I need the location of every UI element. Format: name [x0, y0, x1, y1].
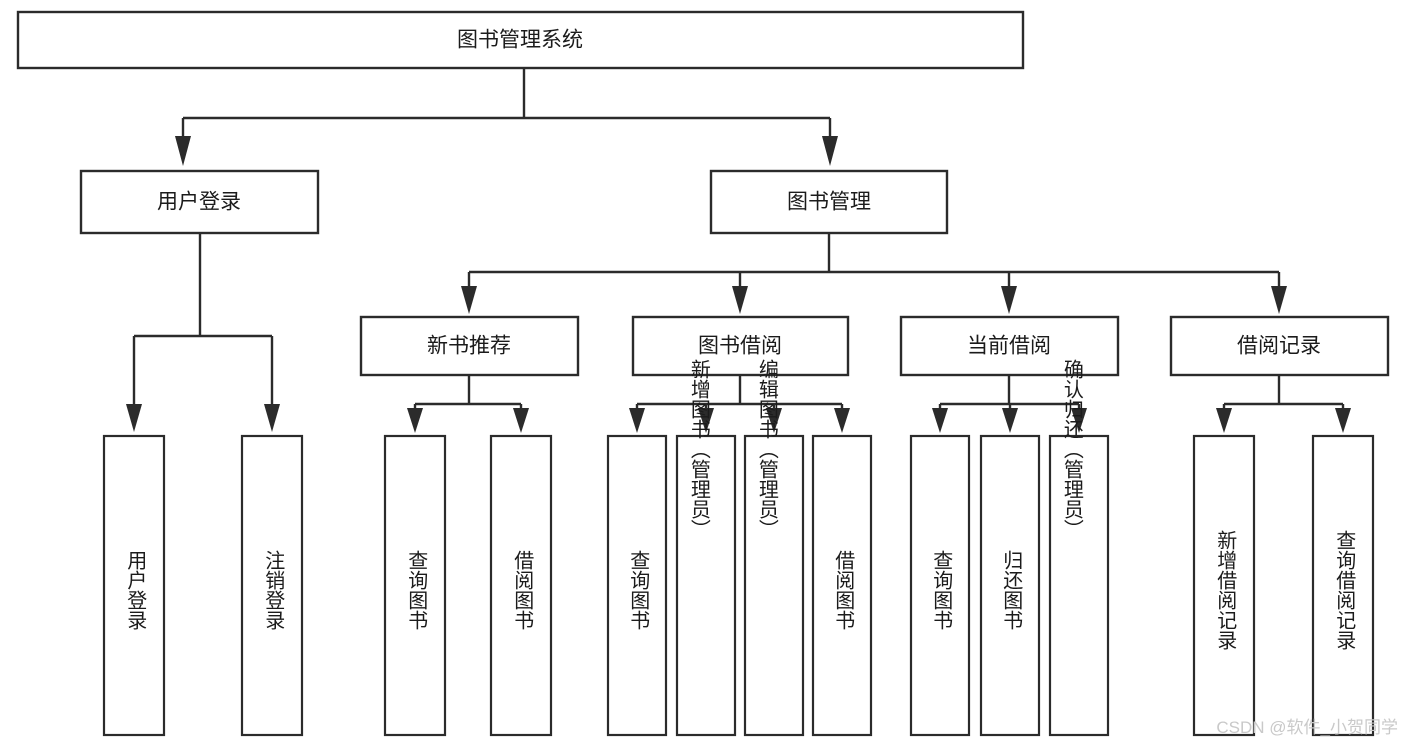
node-label-leaf-recommend-1: 查询图书: [405, 550, 428, 630]
node-label-leaf-user-login-2: 注销登录: [262, 550, 285, 630]
node-label-root: 图书管理系统: [457, 29, 583, 52]
node-box-borrow-record[interactable]: [1169, 315, 1390, 377]
arrow-borrow-to-leaf-1: [629, 408, 645, 433]
node-box-leaf-borrow-3[interactable]: [743, 434, 805, 737]
arrow-current-to-leaf-1: [932, 408, 948, 433]
node-book-borrow[interactable]: 图书借阅: [631, 315, 850, 377]
arrow-book-manage-to-l2-2: [732, 286, 748, 314]
node-box-root[interactable]: [16, 10, 1025, 70]
arrow-recommend-to-leaf-1: [407, 408, 423, 433]
node-box-leaf-borrow-2[interactable]: [675, 434, 737, 737]
node-box-leaf-record-1[interactable]: [1192, 434, 1256, 737]
node-label-new-book-recommend: 新书推荐: [427, 335, 511, 358]
node-label-user-login: 用户登录: [157, 191, 241, 214]
node-new-book-recommend[interactable]: 新书推荐: [359, 315, 580, 377]
node-label-leaf-borrow-3: 编辑图书（管理员）: [755, 359, 778, 539]
node-leaf-current-3[interactable]: 确认归还（管理员）: [1048, 359, 1110, 737]
node-leaf-current-1[interactable]: 查询图书: [909, 434, 971, 737]
node-leaf-record-2[interactable]: 查询借阅记录: [1311, 434, 1375, 737]
node-borrow-record[interactable]: 借阅记录: [1169, 315, 1390, 377]
arrow-borrow-to-leaf-2: [698, 408, 714, 433]
arrow-user-login-to-leaf-2: [264, 404, 280, 432]
node-leaf-borrow-3[interactable]: 编辑图书（管理员）: [743, 359, 805, 737]
node-label-leaf-current-2: 归还图书: [1000, 550, 1023, 630]
node-box-leaf-recommend-2[interactable]: [489, 434, 553, 737]
node-leaf-recommend-1[interactable]: 查询图书: [383, 434, 447, 737]
node-label-leaf-recommend-2: 借阅图书: [511, 550, 534, 630]
node-box-new-book-recommend[interactable]: [359, 315, 580, 377]
node-box-current-borrow[interactable]: [899, 315, 1120, 377]
node-label-leaf-user-login-1: 用户登录: [124, 550, 147, 630]
node-box-leaf-current-1[interactable]: [909, 434, 971, 737]
node-leaf-user-login-1[interactable]: 用户登录: [102, 434, 166, 737]
node-label-current-borrow: 当前借阅: [967, 335, 1051, 358]
node-leaf-record-1[interactable]: 新增借阅记录: [1192, 434, 1256, 737]
node-leaf-user-login-2[interactable]: 注销登录: [240, 434, 304, 737]
node-label-borrow-record: 借阅记录: [1237, 335, 1321, 358]
arrow-book-manage-to-l2-4: [1271, 286, 1287, 314]
arrow-borrow-to-leaf-3: [766, 408, 782, 433]
arrow-recommend-to-leaf-2: [513, 408, 529, 433]
node-box-leaf-user-login-1[interactable]: [102, 434, 166, 737]
arrow-root-to-user-login: [175, 136, 191, 166]
arrow-book-manage-to-l2-1: [461, 286, 477, 314]
node-box-leaf-borrow-4[interactable]: [811, 434, 873, 737]
node-box-leaf-record-2[interactable]: [1311, 434, 1375, 737]
node-leaf-borrow-4[interactable]: 借阅图书: [811, 434, 873, 737]
node-user-login[interactable]: 用户登录: [79, 169, 320, 235]
node-label-leaf-borrow-4: 借阅图书: [832, 550, 855, 630]
csdn-watermark: CSDN @软件_小贺同学: [1216, 718, 1398, 737]
node-root-system[interactable]: 图书管理系统: [16, 10, 1025, 70]
arrow-current-to-leaf-2: [1002, 408, 1018, 433]
node-current-borrow[interactable]: 当前借阅: [899, 315, 1120, 377]
node-book-management[interactable]: 图书管理: [709, 169, 949, 235]
node-box-leaf-borrow-1[interactable]: [606, 434, 668, 737]
arrow-root-to-book-manage: [822, 136, 838, 166]
node-leaf-recommend-2[interactable]: 借阅图书: [489, 434, 553, 737]
node-label-leaf-current-3: 确认归还（管理员）: [1060, 359, 1083, 539]
connector-layer: [126, 68, 1351, 433]
node-box-book-management[interactable]: [709, 169, 949, 235]
arrow-user-login-to-leaf-1: [126, 404, 142, 432]
arrow-current-to-leaf-3: [1071, 408, 1087, 433]
arrow-record-to-leaf-1: [1216, 408, 1232, 433]
node-leaf-current-2[interactable]: 归还图书: [979, 434, 1041, 737]
node-label-book-management: 图书管理: [787, 191, 871, 214]
node-label-leaf-current-1: 查询图书: [930, 550, 953, 630]
node-label-book-borrow: 图书借阅: [698, 335, 782, 358]
node-box-user-login[interactable]: [79, 169, 320, 235]
node-box-leaf-current-3[interactable]: [1048, 434, 1110, 737]
arrow-record-to-leaf-2: [1335, 408, 1351, 433]
node-box-leaf-user-login-2[interactable]: [240, 434, 304, 737]
node-box-leaf-current-2[interactable]: [979, 434, 1041, 737]
node-label-leaf-record-1: 新增借阅记录: [1214, 530, 1237, 650]
node-label-leaf-borrow-2: 新增图书（管理员）: [687, 359, 710, 539]
arrow-borrow-to-leaf-4: [834, 408, 850, 433]
node-box-book-borrow[interactable]: [631, 315, 850, 377]
node-label-leaf-borrow-1: 查询图书: [627, 550, 650, 630]
node-label-leaf-record-2: 查询借阅记录: [1333, 530, 1356, 650]
node-leaf-borrow-2[interactable]: 新增图书（管理员）: [675, 359, 737, 737]
node-box-leaf-recommend-1[interactable]: [383, 434, 447, 737]
node-leaf-borrow-1[interactable]: 查询图书: [606, 434, 668, 737]
arrow-book-manage-to-l2-3: [1001, 286, 1017, 314]
